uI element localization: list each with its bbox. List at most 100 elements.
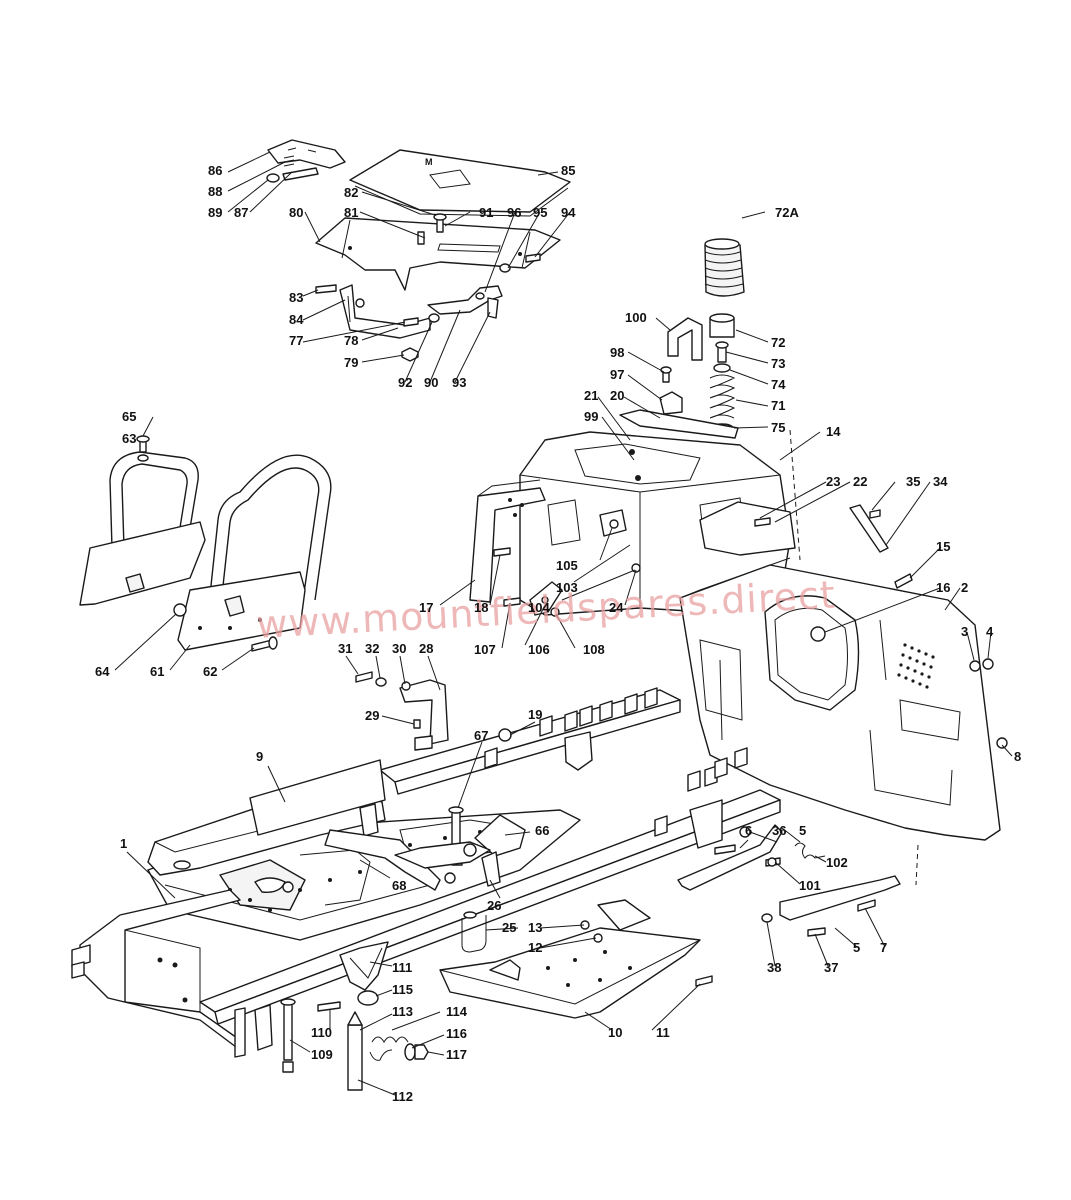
callout: 16 [936, 580, 950, 595]
callout: 10 [608, 1025, 622, 1040]
callout: 34 [933, 474, 948, 489]
callout: 83 [289, 290, 303, 305]
callout: 103 [556, 580, 578, 595]
callout: 29 [365, 708, 379, 723]
callout: 19 [528, 707, 542, 722]
callout: 17 [419, 600, 433, 615]
right-footrest [439, 899, 713, 1019]
callout: 37 [824, 960, 838, 975]
seat-suspension-assembly [659, 238, 745, 433]
callout: 7 [880, 940, 887, 955]
callout: 31 [338, 641, 352, 656]
callout: 108 [583, 642, 605, 657]
callout: 105 [556, 558, 578, 573]
callout: 116 [446, 1026, 467, 1041]
callout: 82 [344, 185, 358, 200]
rear-panel [679, 429, 1008, 886]
callout: 15 [936, 539, 950, 554]
callout: 78 [344, 333, 358, 348]
roll-bar-assembly [79, 435, 332, 652]
callout: 64 [95, 664, 110, 679]
callout-labels: 86 88 89 87 82 85 80 81 91 96 95 94 83 8… [95, 163, 1021, 1104]
callout: 117 [446, 1047, 467, 1062]
callout: 104 [528, 600, 550, 615]
callout: 4 [986, 624, 994, 639]
callout: 101 [799, 878, 821, 893]
callout: 88 [208, 184, 222, 199]
callout: 66 [535, 823, 549, 838]
callout: 61 [150, 664, 164, 679]
callout: 8 [1014, 749, 1021, 764]
svg-text:M: M [425, 157, 433, 167]
callout: 93 [452, 375, 466, 390]
callout: 84 [289, 312, 304, 327]
callout: 68 [392, 878, 406, 893]
callout: 11 [656, 1025, 670, 1040]
callout: 74 [771, 377, 786, 392]
callout: 107 [474, 642, 496, 657]
callout: 9 [256, 749, 263, 764]
callout: 63 [122, 431, 136, 446]
pedal-pivot-assembly [280, 941, 429, 1091]
callout: 111 [392, 960, 412, 975]
seat-bracket-28 [355, 671, 449, 751]
callout: 6 [745, 823, 752, 838]
callout: 98 [610, 345, 624, 360]
callout: 75 [771, 420, 785, 435]
callout: 86 [208, 163, 222, 178]
callout: 32 [365, 641, 379, 656]
callout: 81 [344, 205, 358, 220]
callout: 91 [479, 205, 493, 220]
callout: 79 [344, 355, 358, 370]
callout: 114 [446, 1004, 468, 1019]
callout: 1 [120, 836, 127, 851]
callout: 96 [507, 205, 521, 220]
callout: 65 [122, 409, 136, 424]
callout: 18 [474, 600, 488, 615]
callout: 73 [771, 356, 785, 371]
callout: 23 [826, 474, 840, 489]
callout: 80 [289, 205, 303, 220]
callout: 38 [767, 960, 781, 975]
callout: 3 [961, 624, 968, 639]
callout: 94 [561, 205, 576, 220]
callout: 30 [392, 641, 406, 656]
callout: 5 [799, 823, 806, 838]
callout: 95 [533, 205, 547, 220]
rear-hinge-assembly [677, 799, 901, 937]
leader-lines [114, 151, 1013, 1096]
callout: 115 [392, 982, 413, 997]
callout: 72 [771, 335, 785, 350]
callout: 87 [234, 205, 248, 220]
callout: 20 [610, 388, 624, 403]
seat-plate-assembly: M [266, 139, 571, 362]
callout: 24 [609, 600, 624, 615]
callout: 102 [826, 855, 848, 870]
callout: 21 [584, 388, 598, 403]
callout: 97 [610, 367, 624, 382]
callout: 106 [528, 642, 550, 657]
callout: 22 [853, 474, 867, 489]
callout: 92 [398, 375, 412, 390]
callout: 110 [311, 1025, 332, 1040]
callout: 62 [203, 664, 217, 679]
callout: 12 [528, 940, 542, 955]
callout: 113 [392, 1004, 413, 1019]
callout: 25 [502, 920, 516, 935]
callout: 112 [392, 1089, 413, 1104]
callout: 36 [772, 823, 786, 838]
callout: 13 [528, 920, 542, 935]
callout: 35 [906, 474, 920, 489]
callout: 14 [826, 424, 841, 439]
callout: 5 [853, 940, 860, 955]
callout: 72A [775, 205, 799, 220]
callout: 2 [961, 580, 968, 595]
callout: 89 [208, 205, 222, 220]
callout: 26 [487, 898, 501, 913]
callout: 90 [424, 375, 438, 390]
callout: 109 [311, 1047, 333, 1062]
callout: 77 [289, 333, 303, 348]
callout: 71 [771, 398, 785, 413]
callout: 28 [419, 641, 433, 656]
